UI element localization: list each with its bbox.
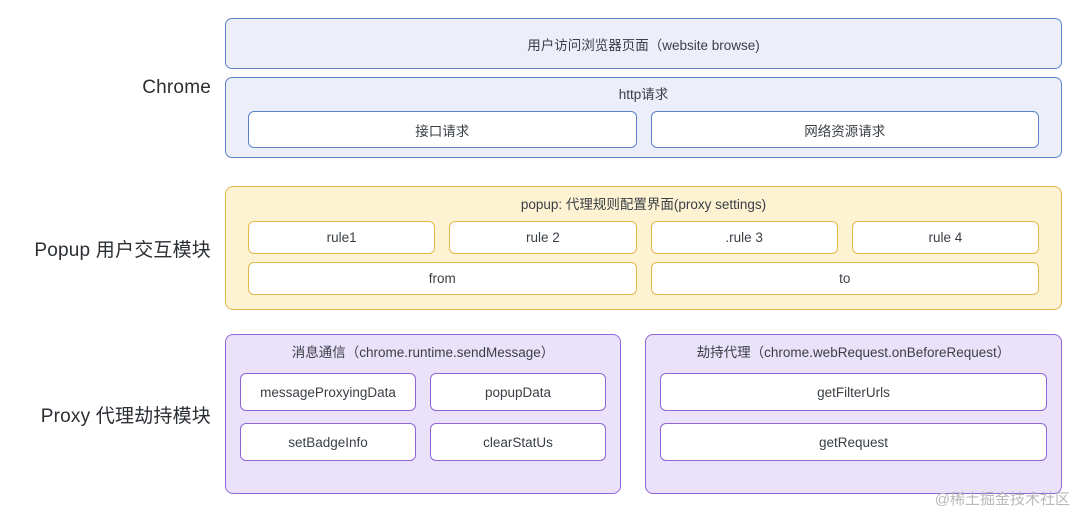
section-chrome: Chrome 用户访问浏览器页面（website browse) http请求 … bbox=[0, 14, 1062, 162]
chip-clear-status[interactable]: clearStatUs bbox=[430, 423, 606, 461]
section-label-proxy: Proxy 代理劫持模块 bbox=[40, 405, 211, 427]
message-passing-row-2: setBadgeInfo clearStatUs bbox=[240, 423, 606, 461]
section-body-popup: popup: 代理规则配置界面(proxy settings) rule1 ru… bbox=[225, 186, 1062, 310]
chip-popup-data-label: popupData bbox=[484, 384, 552, 400]
chip-popup-data[interactable]: popupData bbox=[430, 373, 606, 411]
request-interception-grid: getFilterUrls getRequest bbox=[660, 373, 1047, 479]
chip-get-request[interactable]: getRequest bbox=[660, 423, 1047, 461]
chip-clear-status-label: clearStatUs bbox=[483, 434, 553, 450]
section-proxy: Proxy 代理劫持模块 消息通信（chrome.runtime.sendMes… bbox=[0, 334, 1062, 494]
request-interception-panel: 劫持代理（chrome.webRequest.onBeforeRequest） … bbox=[645, 334, 1062, 494]
chip-message-proxying-data-label: messageProxyingData bbox=[260, 384, 396, 400]
chip-rule-3[interactable]: .rule 3 bbox=[650, 221, 838, 254]
chip-rule-3-label: .rule 3 bbox=[725, 230, 763, 245]
chip-from[interactable]: from bbox=[248, 262, 637, 295]
chip-to[interactable]: to bbox=[650, 262, 1039, 295]
chip-network-resource-request-label: 网络资源请求 bbox=[804, 123, 886, 139]
http-request-title: http请求 bbox=[618, 87, 669, 102]
popup-rules-row: rule1 rule 2 .rule 3 rule 4 bbox=[248, 221, 1039, 254]
http-request-box: http请求 接口请求 网络资源请求 bbox=[225, 77, 1062, 158]
section-body-proxy: 消息通信（chrome.runtime.sendMessage） message… bbox=[225, 334, 1062, 494]
chip-network-resource-request[interactable]: 网络资源请求 bbox=[650, 111, 1039, 148]
chip-to-label: to bbox=[839, 271, 851, 286]
website-browse-label: 用户访问浏览器页面（website browse) bbox=[527, 37, 760, 53]
chip-get-filter-urls[interactable]: getFilterUrls bbox=[660, 373, 1047, 411]
chip-rule-1-label: rule1 bbox=[326, 230, 357, 245]
popup-panel: popup: 代理规则配置界面(proxy settings) rule1 ru… bbox=[225, 186, 1062, 310]
chip-rule-2[interactable]: rule 2 bbox=[449, 221, 637, 254]
chip-rule-1[interactable]: rule1 bbox=[248, 221, 436, 254]
http-request-chip-row: 接口请求 网络资源请求 bbox=[248, 111, 1039, 148]
message-passing-title: 消息通信（chrome.runtime.sendMessage） bbox=[291, 345, 555, 360]
request-interception-row-2: getRequest bbox=[660, 423, 1047, 461]
message-passing-panel: 消息通信（chrome.runtime.sendMessage） message… bbox=[225, 334, 621, 494]
popup-fromto-row: from to bbox=[248, 262, 1039, 295]
chip-api-request[interactable]: 接口请求 bbox=[248, 111, 637, 148]
website-browse-box: 用户访问浏览器页面（website browse) bbox=[225, 18, 1062, 69]
chip-get-request-label: getRequest bbox=[818, 434, 889, 450]
chip-set-badge-info-label: setBadgeInfo bbox=[288, 434, 368, 450]
chip-set-badge-info[interactable]: setBadgeInfo bbox=[240, 423, 416, 461]
section-label-chrome: Chrome bbox=[142, 77, 211, 98]
chip-from-label: from bbox=[428, 271, 456, 286]
message-passing-grid: messageProxyingData popupData setBadgeIn… bbox=[240, 373, 606, 479]
request-interception-row-1: getFilterUrls bbox=[660, 373, 1047, 411]
chip-message-proxying-data[interactable]: messageProxyingData bbox=[240, 373, 416, 411]
chip-rule-2-label: rule 2 bbox=[525, 230, 560, 245]
chip-rule-4[interactable]: rule 4 bbox=[851, 221, 1039, 254]
request-interception-title: 劫持代理（chrome.webRequest.onBeforeRequest） bbox=[696, 345, 1011, 360]
chip-rule-4-label: rule 4 bbox=[928, 230, 963, 245]
section-popup: Popup 用户交互模块 popup: 代理规则配置界面(proxy setti… bbox=[0, 186, 1062, 310]
watermark: @稀土掘金技术社区 bbox=[934, 491, 1070, 508]
chip-get-filter-urls-label: getFilterUrls bbox=[817, 384, 890, 400]
section-label-popup: Popup 用户交互模块 bbox=[34, 239, 211, 261]
popup-panel-title: popup: 代理规则配置界面(proxy settings) bbox=[520, 197, 767, 212]
chip-api-request-label: 接口请求 bbox=[415, 123, 470, 139]
section-body-chrome: 用户访问浏览器页面（website browse) http请求 接口请求 网络… bbox=[225, 18, 1062, 158]
message-passing-row-1: messageProxyingData popupData bbox=[240, 373, 606, 411]
